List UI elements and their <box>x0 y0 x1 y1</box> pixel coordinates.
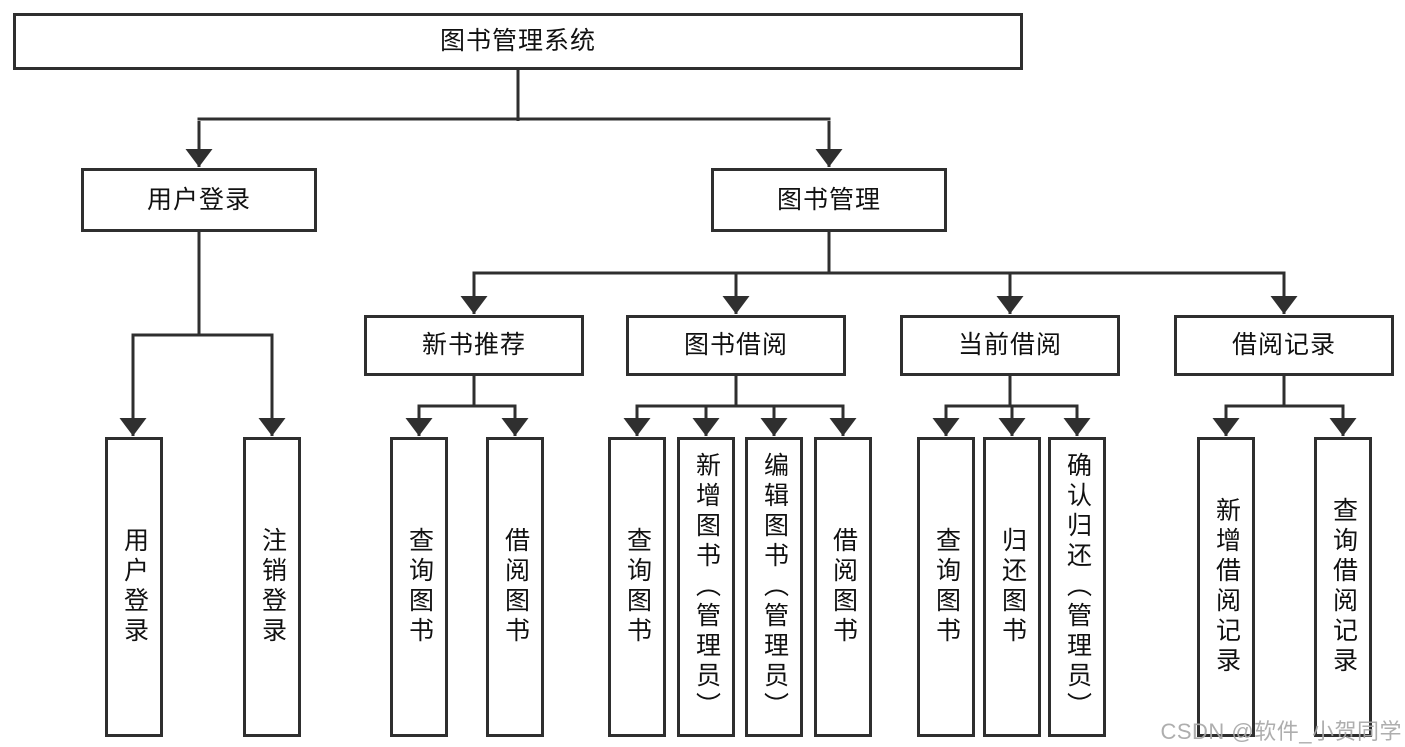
node-nbr-query-books-label: 查询图书 <box>405 527 434 647</box>
node-current-borrowing-label: 当前借阅 <box>957 331 1062 359</box>
node-bb-edit-books-label: 编辑图书（管理员） <box>760 452 789 722</box>
node-root-label: 图书管理系统 <box>439 27 596 55</box>
node-new-book-recommend-label: 新书推荐 <box>421 331 526 359</box>
node-bb-query-books: 查询图书 <box>608 437 666 737</box>
node-cb-query-books-label: 查询图书 <box>932 527 961 647</box>
node-cb-query-books: 查询图书 <box>917 437 975 737</box>
node-br-add-record-label: 新增借阅记录 <box>1212 497 1241 677</box>
node-book-management: 图书管理 <box>711 168 947 232</box>
node-user-login-leaf-label: 用户登录 <box>120 527 149 647</box>
node-new-book-recommend: 新书推荐 <box>364 315 584 376</box>
node-bb-borrow-books: 借阅图书 <box>814 437 872 737</box>
node-br-query-record: 查询借阅记录 <box>1314 437 1372 737</box>
node-cb-return-books-label: 归还图书 <box>998 527 1027 647</box>
node-bb-query-books-label: 查询图书 <box>623 527 652 647</box>
node-book-borrowing-label: 图书借阅 <box>683 331 788 359</box>
node-user-login-label: 用户登录 <box>146 185 251 214</box>
node-bb-add-books: 新增图书（管理员） <box>677 437 735 737</box>
node-cb-confirm-return: 确认归还（管理员） <box>1048 437 1106 737</box>
node-logout-leaf-label: 注销登录 <box>258 527 287 647</box>
node-cb-return-books: 归还图书 <box>983 437 1041 737</box>
node-nbr-borrow-books: 借阅图书 <box>486 437 544 737</box>
node-bb-borrow-books-label: 借阅图书 <box>829 527 858 647</box>
node-borrowing-records: 借阅记录 <box>1174 315 1394 376</box>
node-user-login: 用户登录 <box>81 168 317 232</box>
node-book-borrowing: 图书借阅 <box>626 315 846 376</box>
node-nbr-query-books: 查询图书 <box>390 437 448 737</box>
node-cb-confirm-return-label: 确认归还（管理员） <box>1063 452 1092 722</box>
node-root: 图书管理系统 <box>13 13 1023 70</box>
node-br-query-record-label: 查询借阅记录 <box>1329 497 1358 677</box>
connector-buses <box>131 70 1345 408</box>
node-bb-edit-books: 编辑图书（管理员） <box>745 437 803 737</box>
csdn-watermark: CSDN @软件_小贺同学 <box>1160 719 1402 744</box>
node-borrowing-records-label: 借阅记录 <box>1231 331 1336 359</box>
node-current-borrowing: 当前借阅 <box>900 315 1120 376</box>
node-logout-leaf: 注销登录 <box>243 437 301 737</box>
node-bb-add-books-label: 新增图书（管理员） <box>692 452 721 722</box>
node-nbr-borrow-books-label: 借阅图书 <box>501 527 530 647</box>
node-br-add-record: 新增借阅记录 <box>1197 437 1255 737</box>
node-user-login-leaf: 用户登录 <box>105 437 163 737</box>
node-book-management-label: 图书管理 <box>776 185 881 214</box>
